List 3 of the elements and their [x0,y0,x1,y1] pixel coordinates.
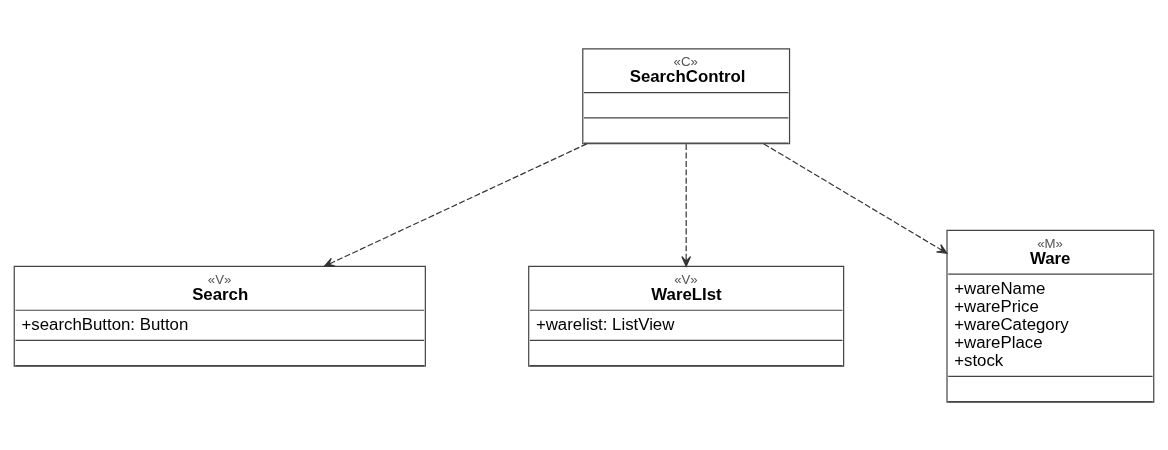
arrow [681,143,692,267]
arrow [323,142,588,267]
arrow [763,142,948,254]
